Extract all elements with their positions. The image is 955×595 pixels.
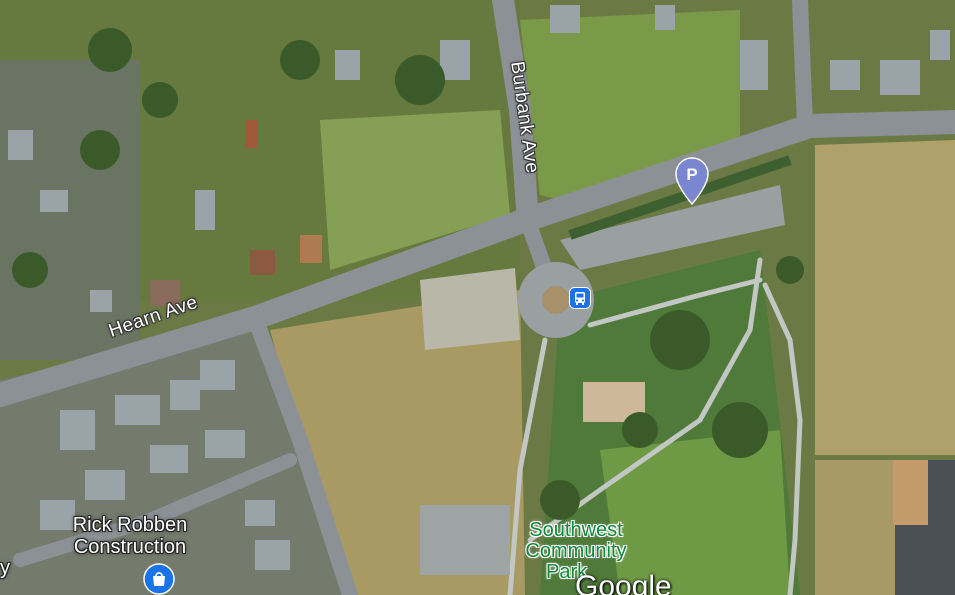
business-label[interactable]: Rick Robben Construction	[55, 514, 205, 558]
parking-marker[interactable]: P	[675, 157, 709, 210]
bus-stop-marker[interactable]	[569, 287, 591, 314]
park-name-line2: Community	[525, 540, 627, 562]
svg-text:P: P	[686, 165, 697, 184]
shopping-bag-icon	[143, 563, 175, 595]
parking-icon: P	[675, 157, 709, 206]
google-watermark: Google	[575, 570, 672, 595]
shopping-marker[interactable]	[143, 563, 175, 595]
bus-icon	[569, 287, 591, 309]
business-name-line1: Rick Robben	[72, 514, 188, 536]
business-name-line2: Construction	[73, 536, 187, 558]
park-label[interactable]: Southwest Community Park	[506, 520, 646, 583]
park-name-line3: Park	[546, 561, 588, 583]
park-name-line1: Southwest	[529, 519, 623, 541]
edge-label-fragment: y	[0, 557, 10, 579]
